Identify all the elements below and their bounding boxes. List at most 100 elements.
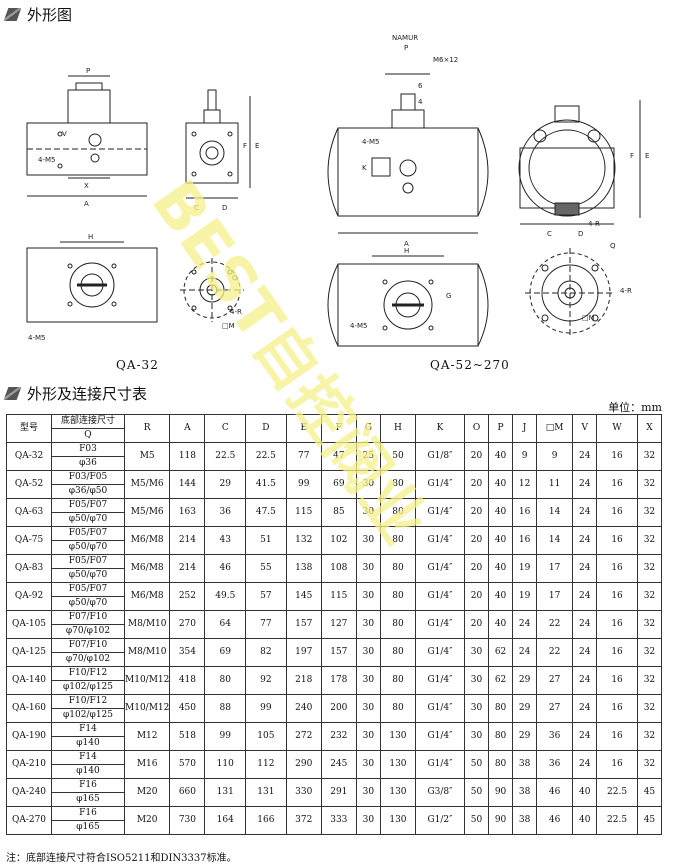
cell-value: 16 bbox=[596, 442, 638, 471]
header-col: R bbox=[123, 414, 171, 443]
cell-value: 29 bbox=[512, 722, 538, 751]
cell-value: 518 bbox=[169, 722, 206, 751]
cell-value: 157 bbox=[285, 610, 322, 639]
cell-model: QA-83 bbox=[6, 554, 52, 583]
label-f-left: F bbox=[243, 142, 247, 150]
cell-diameter: φ165 bbox=[51, 820, 125, 835]
cell-value: 30 bbox=[463, 722, 490, 751]
cell-value: 22 bbox=[536, 638, 574, 667]
cell-value: 20 bbox=[463, 498, 490, 527]
label-d-left: D bbox=[222, 204, 227, 212]
cell-value: 14 bbox=[536, 526, 574, 555]
cell-value: M5/M6 bbox=[123, 470, 171, 499]
cell-value: 138 bbox=[285, 554, 322, 583]
cell-value: 24 bbox=[572, 498, 598, 527]
label-four: 4 bbox=[418, 98, 423, 106]
header-col: C bbox=[204, 414, 247, 443]
cell-value: 50 bbox=[379, 442, 417, 471]
cell-value: M10/M12 bbox=[123, 666, 171, 695]
cell-value: 57 bbox=[245, 582, 287, 611]
cell-value: 80 bbox=[379, 694, 417, 723]
cell-flange: F14 bbox=[51, 750, 125, 765]
cell-value: 16 bbox=[596, 750, 638, 779]
cell-value: 730 bbox=[169, 806, 206, 835]
label-e-right: E bbox=[645, 152, 649, 160]
cell-value: 30 bbox=[355, 638, 381, 667]
cell-value: G1/4″ bbox=[415, 554, 465, 583]
header-col: E bbox=[285, 414, 322, 443]
cell-value: 9 bbox=[536, 442, 574, 471]
cell-value: 197 bbox=[285, 638, 322, 667]
cell-value: 16 bbox=[596, 498, 638, 527]
cell-flange: F05/F07 bbox=[51, 498, 125, 513]
cell-value: M6/M8 bbox=[123, 582, 171, 611]
header-col: A bbox=[169, 414, 206, 443]
cell-model: QA-210 bbox=[6, 750, 52, 779]
cell-value: 30 bbox=[355, 750, 381, 779]
cell-value: 77 bbox=[245, 610, 287, 639]
table-row-sub: φ165 bbox=[7, 820, 662, 835]
header-base: 底部连接尺寸 bbox=[51, 414, 125, 429]
label-4m5-bottom: 4-M5 bbox=[28, 334, 45, 342]
cell-model: QA-140 bbox=[6, 666, 52, 695]
cell-flange: F03/F05 bbox=[51, 470, 125, 485]
cell-value: 218 bbox=[285, 666, 322, 695]
cell-value: 16 bbox=[596, 666, 638, 695]
cell-value: 50 bbox=[463, 806, 490, 835]
label-4m5-left: 4-M5 bbox=[38, 156, 55, 164]
cell-value: 46 bbox=[536, 778, 574, 807]
cell-value: 20 bbox=[463, 470, 490, 499]
cell-value: 130 bbox=[379, 722, 417, 751]
cell-value: 24 bbox=[572, 554, 598, 583]
cell-flange: F03 bbox=[51, 442, 125, 457]
cell-value: 22.5 bbox=[596, 806, 638, 835]
header-col: J bbox=[512, 414, 538, 443]
cell-value: G1/4″ bbox=[415, 470, 465, 499]
cell-value: 112 bbox=[245, 750, 287, 779]
cell-value: 32 bbox=[636, 694, 663, 723]
cell-value: 80 bbox=[488, 694, 514, 723]
cell-value: 16 bbox=[596, 694, 638, 723]
cell-model: QA-160 bbox=[6, 694, 52, 723]
header-col: W bbox=[596, 414, 638, 443]
cell-value: 24 bbox=[572, 526, 598, 555]
qa32-front-view bbox=[26, 75, 148, 197]
header-model: 型号 bbox=[6, 414, 52, 443]
cell-value: 32 bbox=[636, 442, 663, 471]
cell-value: M20 bbox=[123, 778, 171, 807]
cell-value: 418 bbox=[169, 666, 206, 695]
cell-value: 29 bbox=[512, 666, 538, 695]
cell-value: 30 bbox=[355, 806, 381, 835]
cell-value: 32 bbox=[636, 554, 663, 583]
label-x-left: X bbox=[84, 182, 89, 190]
cell-value: 16 bbox=[512, 526, 538, 555]
cell-value: 47 bbox=[320, 442, 357, 471]
cell-value: 110 bbox=[204, 750, 247, 779]
label-d-right: D bbox=[578, 230, 583, 238]
cell-value: 80 bbox=[379, 498, 417, 527]
cell-value: 49.5 bbox=[204, 582, 247, 611]
cell-value: 24 bbox=[572, 470, 598, 499]
cell-value: 291 bbox=[320, 778, 357, 807]
cell-value: 19 bbox=[512, 582, 538, 611]
cell-value: 32 bbox=[636, 498, 663, 527]
header-col: P bbox=[488, 414, 514, 443]
unit-label: 单位：mm bbox=[608, 401, 662, 414]
cell-value: 55 bbox=[245, 554, 287, 583]
cell-flange: F10/F12 bbox=[51, 694, 125, 709]
cell-value: 30 bbox=[355, 582, 381, 611]
cell-flange: F05/F07 bbox=[51, 526, 125, 541]
cell-value: 118 bbox=[169, 442, 206, 471]
cell-value: 20 bbox=[463, 610, 490, 639]
header-col: D bbox=[245, 414, 287, 443]
cell-value: M6/M8 bbox=[123, 554, 171, 583]
cell-value: G1/8″ bbox=[415, 442, 465, 471]
cell-value: 92 bbox=[245, 666, 287, 695]
caption-qa32: QA-32 bbox=[116, 358, 159, 372]
cell-value: 40 bbox=[488, 554, 514, 583]
cell-value: 105 bbox=[245, 722, 287, 751]
cell-value: 20 bbox=[463, 526, 490, 555]
section-title-table: 外形及连接尺寸表 bbox=[27, 385, 148, 403]
cell-value: 157 bbox=[320, 638, 357, 667]
